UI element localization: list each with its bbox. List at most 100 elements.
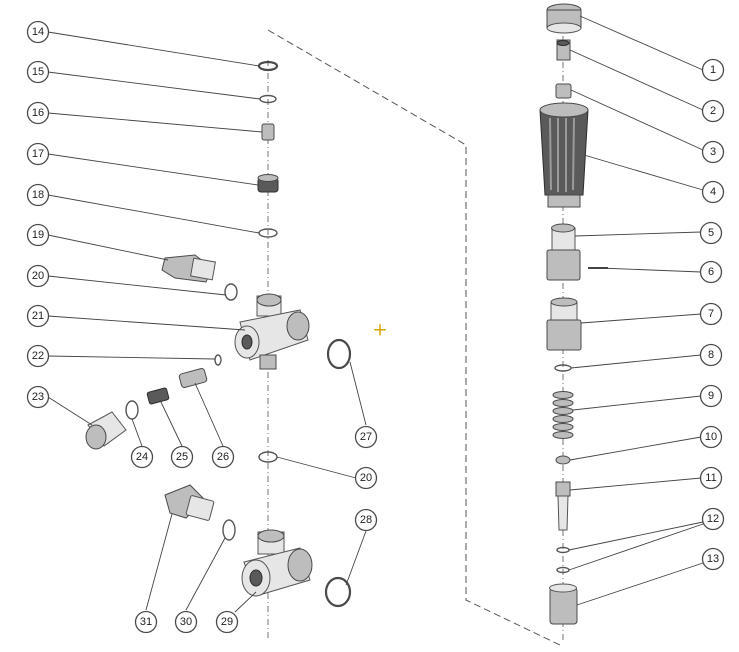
part-small-nut (555, 83, 572, 99)
callout-label: 10 (705, 431, 717, 443)
callout-label: 9 (708, 390, 714, 402)
part-spring-25 (146, 387, 170, 405)
leader-lines (47, 15, 704, 613)
part-inlet-fitting-31 (164, 484, 215, 521)
callout-8: 8 (699, 343, 723, 367)
callout-label: 8 (708, 349, 714, 361)
callout-31: 31 (134, 610, 158, 634)
callout-label: 28 (360, 514, 372, 526)
part-stem-16 (261, 123, 275, 141)
callout-27: 27 (354, 425, 378, 449)
callout-label: 16 (32, 107, 44, 119)
callout-label: 22 (32, 350, 44, 362)
callout-circle (211, 445, 235, 469)
callout-29: 29 (215, 610, 239, 634)
part-washer-22 (214, 354, 222, 366)
callout-label: 25 (176, 451, 188, 463)
callout-21: 21 (26, 304, 50, 328)
callout-circle (699, 343, 723, 367)
callout-26: 26 (211, 445, 235, 469)
callout-circle (701, 99, 725, 123)
callout-label: 20 (360, 472, 372, 484)
callout-label: 2 (710, 105, 716, 117)
callout-label: 20 (32, 270, 44, 282)
callout-circle (26, 101, 50, 125)
callout-circle (699, 384, 723, 408)
callout-19: 19 (26, 223, 50, 247)
callout-label: 5 (708, 227, 714, 239)
part-hex-housing (546, 297, 582, 351)
part-cap (546, 3, 582, 34)
callout-circle (26, 223, 50, 247)
callout-label: 17 (32, 148, 44, 160)
callout-13: 13 (701, 547, 725, 571)
callout-2: 2 (701, 99, 725, 123)
callout-label: 6 (708, 266, 714, 278)
callout-17: 17 (26, 142, 50, 166)
assembly-dashed-connector (267, 29, 561, 646)
callout-label: 30 (180, 616, 192, 628)
part-piston (555, 481, 571, 531)
part-oring-30 (222, 519, 236, 541)
callout-label: 21 (32, 310, 44, 322)
callout-circle (699, 260, 723, 284)
callout-16: 16 (26, 101, 50, 125)
callout-3: 3 (701, 140, 725, 164)
callout-circle (354, 466, 378, 490)
callout-label: 3 (710, 146, 716, 158)
callout-1: 1 (701, 58, 725, 82)
callout-circle (26, 60, 50, 84)
callout-circle (134, 610, 158, 634)
callout-label: 24 (136, 451, 148, 463)
callout-label: 11 (705, 472, 716, 484)
callout-circle (26, 264, 50, 288)
part-oring-27 (326, 338, 352, 370)
callout-circle (699, 425, 723, 449)
part-small-stem (556, 39, 571, 61)
callout-5: 5 (699, 221, 723, 245)
part-inlet-fitting-19 (161, 254, 216, 283)
part-oring-20a (224, 283, 238, 301)
callout-9: 9 (699, 384, 723, 408)
part-oring-24 (125, 400, 139, 420)
callout-circle (699, 221, 723, 245)
callout-30: 30 (174, 610, 198, 634)
callout-label: 7 (708, 308, 714, 320)
callout-12: 12 (701, 507, 725, 531)
callout-circle (701, 507, 725, 531)
part-adjuster-body (546, 223, 581, 281)
callout-6: 6 (699, 260, 723, 284)
callout-14: 14 (26, 20, 50, 44)
callout-circle (26, 20, 50, 44)
callout-circle (701, 180, 725, 204)
callout-circle (130, 445, 154, 469)
callout-24: 24 (130, 445, 154, 469)
callout-11: 11 (699, 466, 723, 490)
part-oring-28 (324, 576, 352, 608)
callout-4: 4 (701, 180, 725, 204)
callout-label: 18 (32, 189, 44, 201)
callout-label: 31 (140, 616, 152, 628)
part-spring (552, 391, 574, 439)
callout-22: 22 (26, 344, 50, 368)
crosshair-cursor-icon: + (372, 320, 387, 341)
callout-label: 23 (32, 391, 44, 403)
callout-28: 28 (354, 508, 378, 532)
part-seal-17 (257, 174, 279, 193)
callout-20: 20 (26, 264, 50, 288)
callout-15: 15 (26, 60, 50, 84)
part-outlet-fitting-23 (85, 411, 127, 450)
part-valve-body-21 (234, 293, 310, 370)
callout-circle (354, 508, 378, 532)
callout-circle (701, 58, 725, 82)
part-seat-10 (555, 455, 571, 465)
callout-label: 1 (710, 64, 716, 76)
callout-circle (701, 140, 725, 164)
callout-18: 18 (26, 183, 50, 207)
callout-label: 26 (217, 451, 229, 463)
callout-label: 4 (710, 186, 716, 198)
part-sleeve-13 (549, 583, 578, 625)
callout-label: 13 (707, 553, 719, 565)
